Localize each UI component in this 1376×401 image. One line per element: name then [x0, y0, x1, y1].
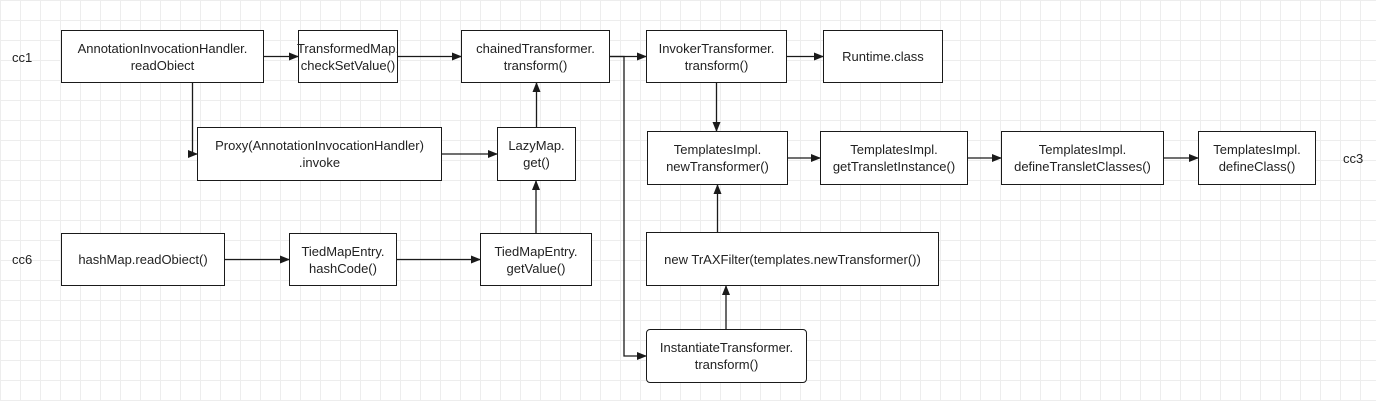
node-line: LazyMap. — [508, 138, 565, 153]
node-tiedmapentry-getvalue: TiedMapEntry. getValue() — [480, 233, 592, 286]
row-label-cc6: cc6 — [12, 252, 33, 267]
node-templatesimpl-defineclass: TemplatesImpl. defineClass() — [1198, 131, 1316, 185]
node-line: InstantiateTransformer. — [659, 340, 794, 355]
node-line: defineTransletClasses() — [1014, 159, 1151, 174]
node-line: TransformedMap. — [296, 40, 400, 56]
node-line: getTransletInstance() — [832, 159, 956, 174]
node-lazymap-get: LazyMap. get() — [497, 127, 576, 181]
edge-aih_read-to-proxy — [188, 83, 198, 158]
node-line: checkSetValue() — [300, 57, 396, 73]
node-line: TiedMapEntry. — [301, 243, 385, 259]
node-line: transform() — [503, 57, 568, 73]
node-chainedtransformer-transform: chainedTransformer. transform() — [461, 30, 610, 83]
node-annotation-invocation-handler-readobject: AnnotationInvocationHandler. readObiect — [61, 30, 264, 83]
node-line: new TrAXFilter(templates.newTransformer(… — [664, 251, 921, 267]
node-tiedmapentry-hashcode: TiedMapEntry. hashCode() — [289, 233, 397, 286]
node-proxy-invoke: Proxy(AnnotationInvocationHandler) .invo… — [197, 127, 442, 181]
node-line: hashCode() — [309, 260, 377, 276]
node-line: TemplatesImpl. — [1038, 142, 1127, 157]
node-invokertransformer-transform: InvokerTransformer. transform() — [646, 30, 787, 83]
node-line: readObiect — [130, 57, 195, 73]
node-transformedmap-checksetvalue: TransformedMap. checkSetValue() — [296, 30, 400, 83]
node-line: chainedTransformer. — [476, 40, 595, 56]
node-line: newTransformer() — [666, 159, 769, 174]
node-line: InvokerTransformer. — [658, 40, 775, 56]
edge-chained-to-instantiate — [610, 55, 647, 360]
node-line: TemplatesImpl. — [1213, 142, 1301, 157]
node-line: Runtime.class — [842, 49, 924, 64]
node-templatesimpl-definetransletclasses: TemplatesImpl. defineTransletClasses() — [1001, 131, 1164, 185]
row-label-cc1: cc1 — [12, 50, 33, 65]
node-line: transform() — [684, 57, 749, 73]
node-line: TiedMapEntry. — [494, 243, 578, 259]
node-line: transform() — [694, 357, 759, 372]
node-line: Proxy(AnnotationInvocationHandler) — [215, 138, 424, 153]
node-runtime-class: Runtime.class — [823, 30, 943, 83]
node-line: AnnotationInvocationHandler. — [77, 40, 248, 56]
node-line: defineClass() — [1218, 159, 1296, 174]
row-label-cc3: cc3 — [1343, 151, 1364, 166]
node-templatesimpl-gettransletinstance: TemplatesImpl. getTransletInstance() — [820, 131, 968, 185]
node-line: get() — [523, 155, 550, 170]
node-line: hashMap.readObiect() — [78, 252, 208, 267]
node-line: TemplatesImpl. — [850, 142, 938, 157]
node-line: getValue() — [506, 260, 566, 276]
node-instantiatetransformer-transform: InstantiateTransformer. transform() — [646, 329, 807, 383]
node-hashmap-readobject: hashMap.readObiect() — [61, 233, 225, 286]
node-new-traxfilter: new TrAXFilter(templates.newTransformer(… — [646, 232, 939, 286]
node-templatesimpl-newtransformer: TemplatesImpl. newTransformer() — [647, 131, 788, 185]
node-line: .invoke — [298, 155, 341, 170]
node-line: TemplatesImpl. — [673, 142, 762, 157]
